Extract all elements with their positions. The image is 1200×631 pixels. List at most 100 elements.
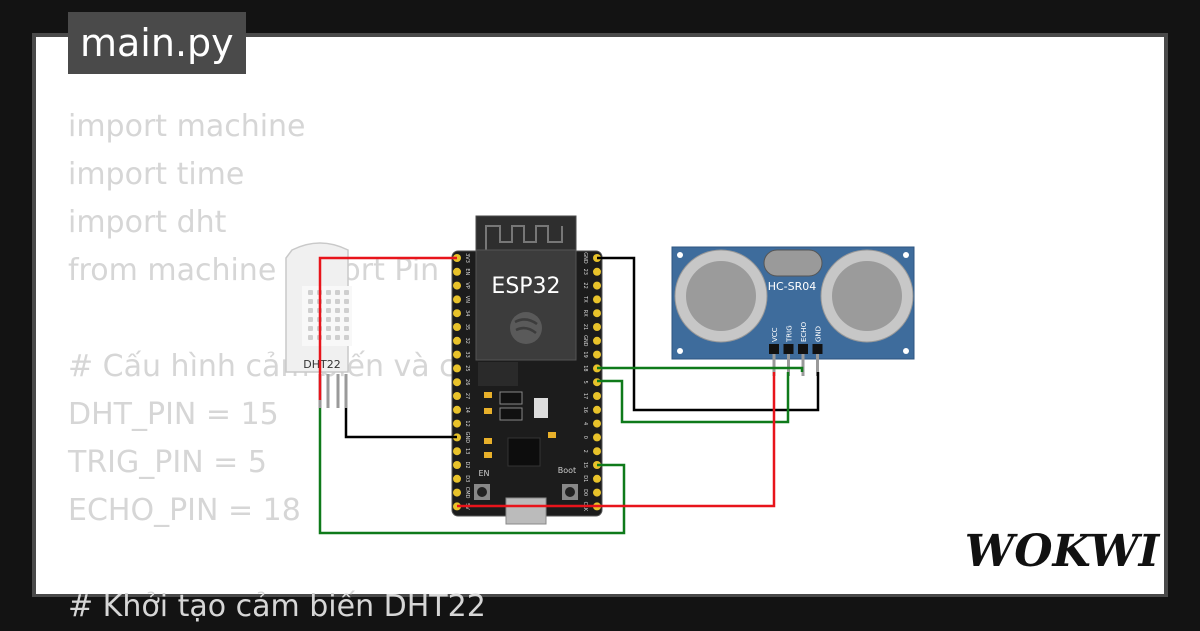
wire-hc-trig	[597, 372, 790, 424]
esp32-pin-label: 33	[464, 351, 470, 357]
hcsr04-label: HC-SR04	[768, 280, 817, 293]
esp32-pin[interactable]	[453, 378, 461, 387]
grille-hole	[308, 335, 313, 340]
esp32-pin-label: D3	[464, 475, 470, 482]
en-label: EN	[478, 469, 489, 478]
esp32-pin[interactable]	[453, 267, 461, 276]
esp32-pin[interactable]	[453, 474, 461, 483]
wire-hc-gnd	[597, 256, 820, 412]
esp32-pin[interactable]	[593, 433, 601, 442]
esp32-pin-label: 12	[464, 420, 470, 426]
esp32-pin[interactable]	[453, 309, 461, 318]
wire-hc-echo	[597, 366, 804, 372]
ultrasonic-receiver-icon	[832, 261, 902, 331]
esp32-pin-label: 5	[582, 381, 588, 384]
esp32-pin[interactable]	[453, 281, 461, 290]
grille-hole	[326, 326, 331, 331]
grille-hole	[344, 317, 349, 322]
grille-hole	[344, 299, 349, 304]
esp32-pin[interactable]	[593, 350, 601, 359]
esp32-pin[interactable]	[593, 405, 601, 414]
esp32-pin[interactable]	[593, 323, 601, 331]
hcsr04-pin-socket	[769, 344, 779, 354]
esp32-pin-label: 4	[582, 422, 588, 425]
hcsr04-pin-label: TRIG	[786, 325, 794, 343]
grille-hole	[308, 317, 313, 322]
hcsr04-pin-label: VCC	[771, 327, 779, 342]
grille-hole	[344, 326, 349, 331]
code-line: import dht	[68, 205, 227, 240]
esp32-pin[interactable]	[593, 267, 601, 276]
esp32-pin-label: 14	[464, 407, 470, 413]
esp32-left-pin-header: 3V3ENVPVN343532332526271412GND13D2D3CMD5…	[453, 253, 470, 511]
esp32-pin-label: 22	[582, 282, 588, 288]
esp32-pin-label: EN	[464, 268, 470, 275]
esp32-pin-label: 0	[582, 436, 588, 439]
esp32-pin[interactable]	[593, 309, 601, 318]
wires	[318, 256, 820, 535]
hcsr04-pin-socket	[798, 344, 808, 354]
esp32-pin-label: 17	[582, 393, 588, 399]
dht22-sensor[interactable]: DHT22	[285, 242, 352, 408]
code-line: import machine	[68, 109, 306, 144]
esp32-pin[interactable]	[593, 336, 601, 345]
esp32-pin[interactable]	[453, 461, 461, 469]
grille-hole	[326, 335, 331, 340]
esp32-pin-label: 26	[464, 379, 470, 385]
esp32-pin[interactable]	[593, 295, 601, 304]
esp32-pin[interactable]	[593, 392, 601, 400]
esp32-pin[interactable]	[453, 350, 461, 359]
grille-hole	[326, 299, 331, 304]
esp32-pin[interactable]	[453, 405, 461, 414]
esp32-pin[interactable]	[593, 419, 601, 428]
grille-hole	[335, 326, 340, 331]
file-tab-label: main.py	[80, 21, 234, 65]
esp32-pin[interactable]	[453, 336, 461, 345]
grille-hole	[326, 290, 331, 295]
esp32-board[interactable]: ESP32 EN Boot 3V3ENVPVN34353233252627141…	[451, 215, 603, 525]
esp32-pin[interactable]	[453, 392, 461, 400]
esp32-pin[interactable]	[453, 447, 461, 456]
esp32-pin[interactable]	[593, 488, 601, 497]
esp32-pin-label: TX	[582, 295, 588, 303]
esp32-pin-label: RX	[582, 310, 588, 317]
wire-dht-data	[318, 408, 626, 535]
esp32-pin[interactable]	[453, 323, 461, 331]
grille-hole	[308, 326, 313, 331]
esp32-pin[interactable]	[593, 447, 601, 456]
hcsr04-pin-socket	[783, 344, 794, 354]
esp32-pin-label: 34	[464, 310, 470, 316]
esp32-pin[interactable]	[453, 364, 461, 373]
esp32-pin[interactable]	[593, 474, 601, 483]
grille-hole	[308, 299, 313, 304]
esp32-pin[interactable]	[453, 488, 461, 497]
esp32-pin-label: 25	[464, 365, 470, 371]
grille-hole	[335, 299, 340, 304]
esp32-pin-label: D0	[582, 489, 588, 496]
esp32-pin[interactable]	[593, 281, 601, 290]
usb-port	[505, 497, 547, 525]
esp32-pin-label: CMD	[464, 487, 470, 499]
esp32-pin-label: GND	[582, 335, 588, 347]
esp32-pin-label: VN	[464, 296, 470, 303]
esp32-pin[interactable]	[453, 419, 461, 428]
grille-hole	[344, 335, 349, 340]
hcsr04-pin-label: ECHO	[800, 321, 808, 342]
grille-hole	[335, 335, 340, 340]
boot-label: Boot	[558, 466, 576, 475]
crystal-icon	[763, 249, 823, 277]
esp32-pin-label: 13	[464, 448, 470, 454]
ultrasonic-transmitter-icon	[686, 261, 756, 331]
esp32-pin-label: GND	[582, 252, 588, 264]
esp32-pin-label: GND	[464, 432, 470, 444]
esp32-pin-label: 21	[582, 324, 588, 330]
file-tab[interactable]: main.py	[68, 12, 246, 74]
dht22-grille	[308, 290, 349, 340]
code-line: import time	[68, 157, 245, 192]
grille-hole	[335, 317, 340, 322]
esp32-pin[interactable]	[453, 295, 461, 304]
code-line: TRIG_PIN = 5	[68, 445, 267, 480]
code-line: ECHO_PIN = 18	[68, 493, 301, 528]
